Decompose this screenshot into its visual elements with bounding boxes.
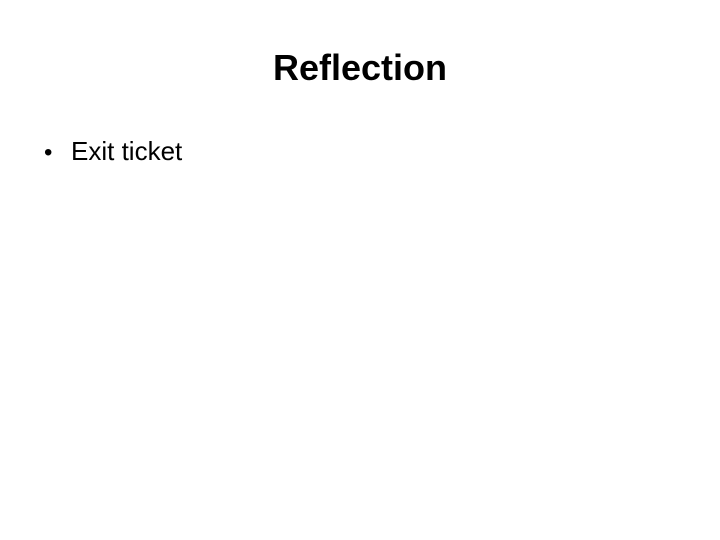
bullet-list: • Exit ticket: [44, 132, 182, 172]
bullet-text: Exit ticket: [71, 136, 183, 166]
bullet-marker-icon: •: [44, 139, 53, 166]
bullet-item: • Exit ticket: [44, 132, 182, 172]
slide-title: Reflection: [272, 47, 448, 88]
